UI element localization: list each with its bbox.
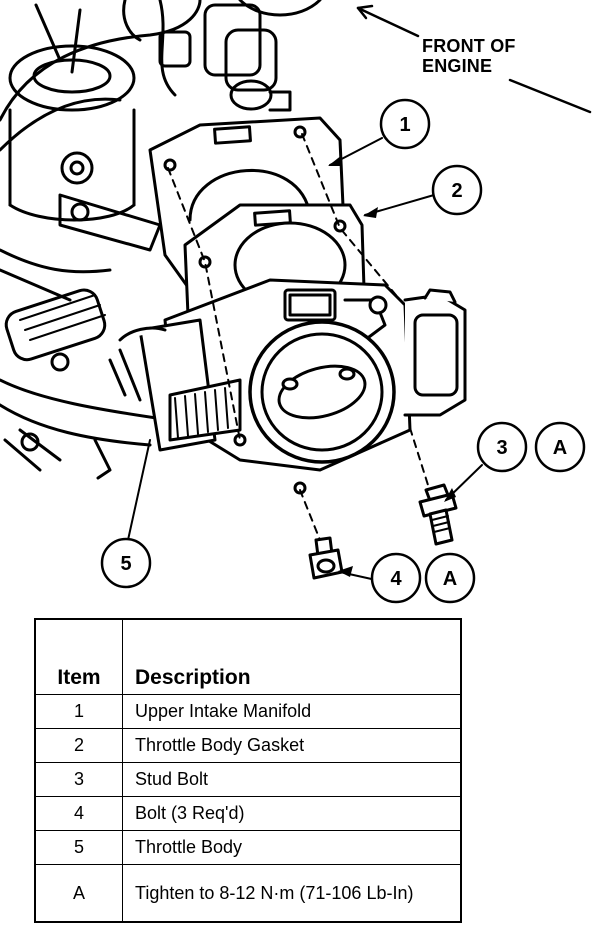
callout-4a-label: A bbox=[443, 568, 457, 590]
callout-4-label: 4 bbox=[390, 568, 402, 590]
callout-2-circle bbox=[431, 164, 483, 216]
item-number: A bbox=[34, 864, 123, 923]
parts-legend-table: Item Description 1 Upper Intake Manifold… bbox=[34, 618, 462, 923]
bolt bbox=[308, 536, 344, 580]
table-row: 5 Throttle Body bbox=[34, 830, 462, 865]
callout-3-label: 3 bbox=[496, 437, 507, 459]
throttle-body bbox=[118, 278, 467, 495]
table-row: 2 Throttle Body Gasket bbox=[34, 728, 462, 763]
alignment-lines bbox=[167, 133, 429, 546]
front-of-engine-line-1: FRONT OF bbox=[422, 36, 516, 56]
callout-1-label: 1 bbox=[399, 114, 410, 136]
item-column-header: Item bbox=[34, 618, 123, 695]
table-row: A Tighten to 8-12 N·m (71-106 Lb-In) bbox=[34, 864, 462, 923]
callout-2-label: 2 bbox=[451, 180, 462, 202]
leader-arrowheads bbox=[328, 155, 456, 577]
description-column-header: Description bbox=[122, 618, 462, 695]
callout-1-circle bbox=[379, 98, 431, 150]
item-number: 5 bbox=[34, 830, 123, 865]
item-description: Bolt (3 Req'd) bbox=[122, 796, 462, 831]
callout-4a-circle bbox=[424, 552, 476, 604]
front-of-engine-label: FRONT OF ENGINE bbox=[422, 36, 516, 76]
table-row: 4 Bolt (3 Req'd) bbox=[34, 796, 462, 831]
item-description: Throttle Body bbox=[122, 830, 462, 865]
item-number: 3 bbox=[34, 762, 123, 797]
callout-3-circle bbox=[476, 421, 528, 473]
table-row: 3 Stud Bolt bbox=[34, 762, 462, 797]
item-description: Throttle Body Gasket bbox=[122, 728, 462, 763]
item-number: 1 bbox=[34, 694, 123, 729]
item-description: Upper Intake Manifold bbox=[122, 694, 462, 729]
item-number: 4 bbox=[34, 796, 123, 831]
callout-5-label: 5 bbox=[120, 553, 131, 575]
item-description: Tighten to 8-12 N·m (71-106 Lb-In) bbox=[122, 864, 462, 923]
item-description: Stud Bolt bbox=[122, 762, 462, 797]
legend-header-row: Item Description bbox=[34, 618, 462, 695]
front-of-engine-arrow bbox=[356, 4, 592, 114]
callout-4-circle bbox=[370, 552, 422, 604]
front-of-engine-line-2: ENGINE bbox=[422, 56, 493, 76]
callout-3a-label: A bbox=[553, 437, 567, 459]
engine-background bbox=[0, 0, 322, 480]
item-number: 2 bbox=[34, 728, 123, 763]
table-row: 1 Upper Intake Manifold bbox=[34, 694, 462, 729]
throttle-body-exploded-view: 1 2 3 A 4 A 5 bbox=[0, 0, 592, 604]
callout-5-circle bbox=[100, 537, 152, 589]
callout-3a-circle bbox=[534, 421, 586, 473]
